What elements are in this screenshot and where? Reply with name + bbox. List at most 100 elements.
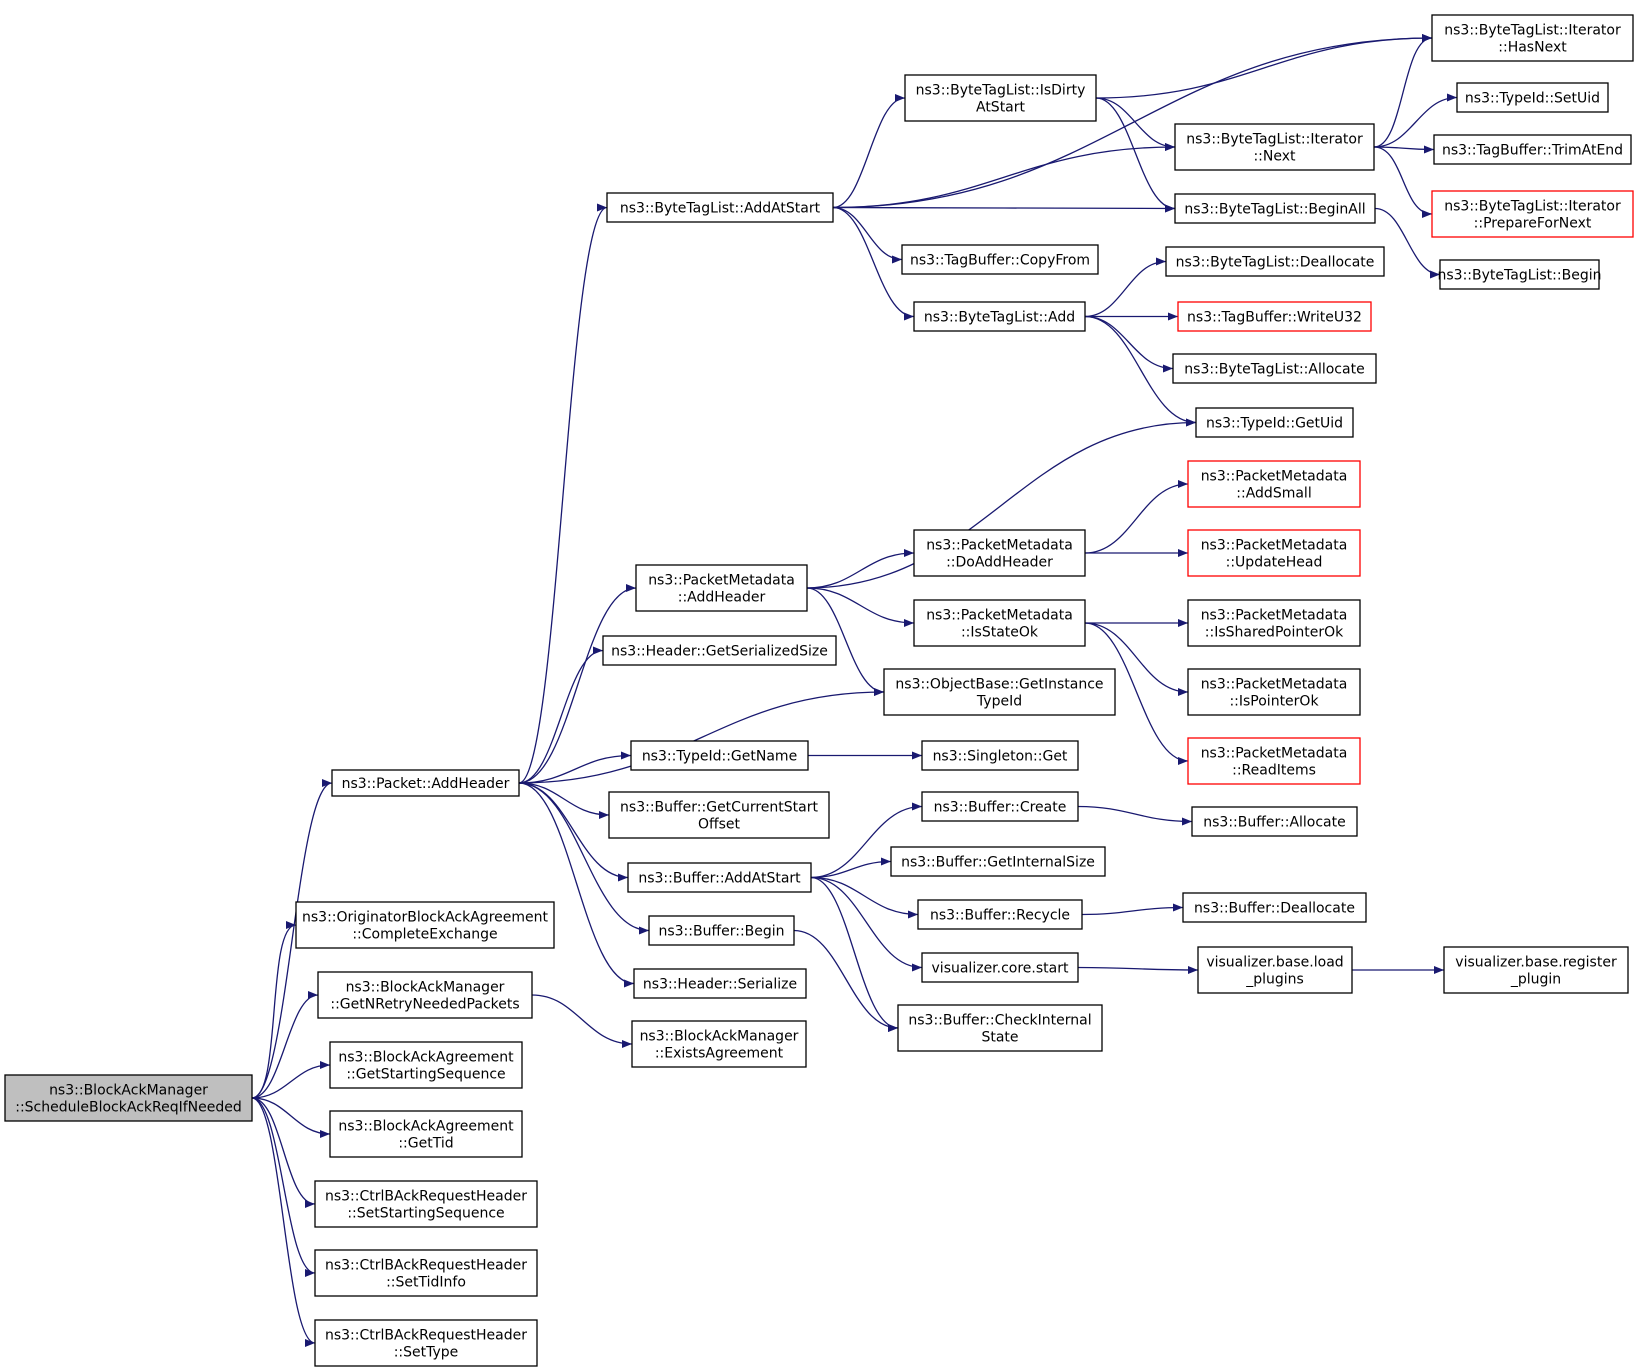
- node-box: [295, 901, 555, 949]
- edge-line: [251, 1097, 316, 1347]
- node-label: ::SetTidInfo: [386, 1275, 466, 1291]
- node-label: ::AddHeader: [678, 590, 766, 606]
- call-edge: [1084, 315, 1197, 427]
- call-edge: [1373, 34, 1433, 148]
- call-edge: [832, 143, 1176, 209]
- function-node[interactable]: ns3::Buffer::Allocate: [1191, 806, 1358, 837]
- node-label: ns3::Buffer::Recycle: [930, 908, 1070, 924]
- function-node[interactable]: ns3::Buffer::GetInternalSize: [890, 846, 1106, 877]
- call-edge: [251, 1097, 331, 1138]
- function-node[interactable]: ns3::CtrlBAckRequestHeader::SetStartingS…: [314, 1180, 538, 1228]
- function-node[interactable]: ns3::BlockAckManager::ScheduleBlockAckRe…: [4, 1074, 253, 1122]
- call-edge: [810, 876, 899, 1032]
- node-box: [913, 599, 1086, 647]
- function-node[interactable]: ns3::ByteTagList::Begin: [1438, 259, 1602, 290]
- function-node[interactable]: ns3::TagBuffer::CopyFrom: [901, 244, 1099, 275]
- node-box: [1191, 806, 1358, 837]
- function-node[interactable]: ns3::PacketMetadata::ReadItems: [1187, 737, 1361, 785]
- node-box: [1439, 259, 1600, 290]
- function-node[interactable]: ns3::PacketMetadata::AddSmall: [1187, 460, 1361, 508]
- function-node[interactable]: visualizer.base.load_plugins: [1197, 946, 1353, 994]
- edge-line: [251, 1061, 331, 1099]
- node-label: ns3::ByteTagList::BeginAll: [1184, 202, 1365, 218]
- call-edge: [518, 782, 610, 819]
- node-label: ns3::Packet::AddHeader: [342, 776, 510, 792]
- node-box: [1187, 529, 1361, 577]
- function-node[interactable]: ns3::ByteTagList::BeginAll: [1174, 193, 1376, 224]
- function-node[interactable]: ns3::OriginatorBlockAckAgreement::Comple…: [295, 901, 555, 949]
- call-edge: [1081, 903, 1184, 916]
- function-node[interactable]: visualizer.core.start: [921, 952, 1079, 983]
- edge-line: [1084, 315, 1197, 427]
- edge-line: [518, 203, 608, 784]
- function-node[interactable]: ns3::Buffer::Create: [921, 791, 1079, 822]
- function-node[interactable]: ns3::PacketMetadata::AddHeader: [635, 564, 808, 612]
- node-label: visualizer.base.load: [1206, 955, 1343, 971]
- node-label: ns3::Header::Serialize: [643, 977, 797, 993]
- function-node[interactable]: ns3::Buffer::Begin: [648, 915, 795, 946]
- node-box: [913, 529, 1086, 577]
- call-edge: [1084, 257, 1167, 318]
- call-edge: [1374, 207, 1441, 279]
- node-box: [1433, 134, 1632, 165]
- function-node[interactable]: ns3::CtrlBAckRequestHeader::SetTidInfo: [314, 1249, 538, 1297]
- function-node[interactable]: ns3::ByteTagList::Allocate: [1172, 353, 1377, 384]
- node-label: ns3::Singleton::Get: [933, 749, 1068, 765]
- edge-line: [832, 204, 1176, 213]
- function-node[interactable]: ns3::ByteTagList::Iterator::HasNext: [1431, 14, 1634, 62]
- node-label: ::ReadItems: [1232, 763, 1316, 779]
- node-label: ::ScheduleBlockAckReqIfNeeded: [15, 1100, 242, 1116]
- call-edge: [518, 646, 604, 784]
- call-edge: [1095, 97, 1176, 151]
- function-node[interactable]: ns3::BlockAckAgreement::GetStartingSeque…: [329, 1041, 523, 1089]
- function-node[interactable]: ns3::ByteTagList::Add: [913, 301, 1086, 332]
- function-node[interactable]: ns3::BlockAckManager::GetNRetryNeededPac…: [317, 971, 533, 1019]
- node-label: ns3::Buffer::Allocate: [1203, 815, 1346, 831]
- call-edge: [806, 549, 915, 589]
- function-node[interactable]: ns3::TypeId::GetUid: [1195, 407, 1354, 438]
- edge-line: [251, 1097, 316, 1208]
- function-node[interactable]: ns3::Buffer::Deallocate: [1182, 892, 1367, 923]
- function-node[interactable]: ns3::Header::GetSerializedSize: [602, 635, 837, 666]
- function-node[interactable]: ns3::ByteTagList::Iterator::PrepareForNe…: [1431, 190, 1634, 238]
- function-node[interactable]: ns3::TypeId::SetUid: [1456, 82, 1609, 113]
- function-node[interactable]: ns3::PacketMetadata::UpdateHead: [1187, 529, 1361, 577]
- function-node[interactable]: ns3::Header::Serialize: [633, 968, 807, 999]
- function-node[interactable]: ns3::BlockAckAgreement::GetTid: [329, 1110, 523, 1158]
- node-label: ::SetStartingSequence: [347, 1206, 504, 1222]
- function-node[interactable]: ns3::ByteTagList::AddAtStart: [606, 192, 834, 223]
- function-node[interactable]: ns3::PacketMetadata::IsStateOk: [913, 599, 1086, 647]
- node-box: [1443, 946, 1629, 994]
- function-node[interactable]: ns3::BlockAckManager::ExistsAgreement: [631, 1020, 807, 1068]
- function-node[interactable]: ns3::PacketMetadata::DoAddHeader: [913, 529, 1086, 577]
- function-node[interactable]: ns3::ByteTagList::Deallocate: [1165, 246, 1385, 277]
- function-node[interactable]: ns3::TagBuffer::WriteU32: [1177, 301, 1372, 332]
- function-node[interactable]: ns3::Buffer::AddAtStart: [627, 862, 812, 893]
- function-node[interactable]: ns3::Packet::AddHeader: [331, 769, 520, 797]
- call-edge: [1077, 965, 1199, 974]
- function-node[interactable]: ns3::PacketMetadata::IsPointerOk: [1187, 668, 1361, 716]
- edge-line: [810, 876, 919, 919]
- function-node[interactable]: visualizer.base.register_plugin: [1443, 946, 1629, 994]
- node-box: [921, 791, 1079, 822]
- function-node[interactable]: ns3::TagBuffer::TrimAtEnd: [1433, 134, 1632, 165]
- call-edge: [1084, 622, 1189, 696]
- edge-line: [1095, 97, 1176, 213]
- node-label: ns3::Buffer::Create: [934, 800, 1067, 816]
- function-node[interactable]: ns3::ByteTagList::Iterator::Next: [1174, 123, 1375, 171]
- node-box: [329, 1041, 523, 1089]
- node-label: ns3::PacketMetadata: [1201, 608, 1348, 624]
- function-node[interactable]: ns3::CtrlBAckRequestHeader::SetType: [314, 1319, 538, 1367]
- function-node[interactable]: ns3::TypeId::GetName: [630, 740, 809, 771]
- edge-line: [810, 876, 899, 1032]
- function-node[interactable]: ns3::Buffer::Recycle: [917, 899, 1083, 930]
- call-edge: [251, 1097, 316, 1277]
- node-label: ns3::TagBuffer::WriteU32: [1187, 310, 1362, 326]
- function-node[interactable]: ns3::Singleton::Get: [921, 740, 1079, 771]
- function-node[interactable]: ns3::PacketMetadata::IsSharedPointerOk: [1187, 599, 1361, 647]
